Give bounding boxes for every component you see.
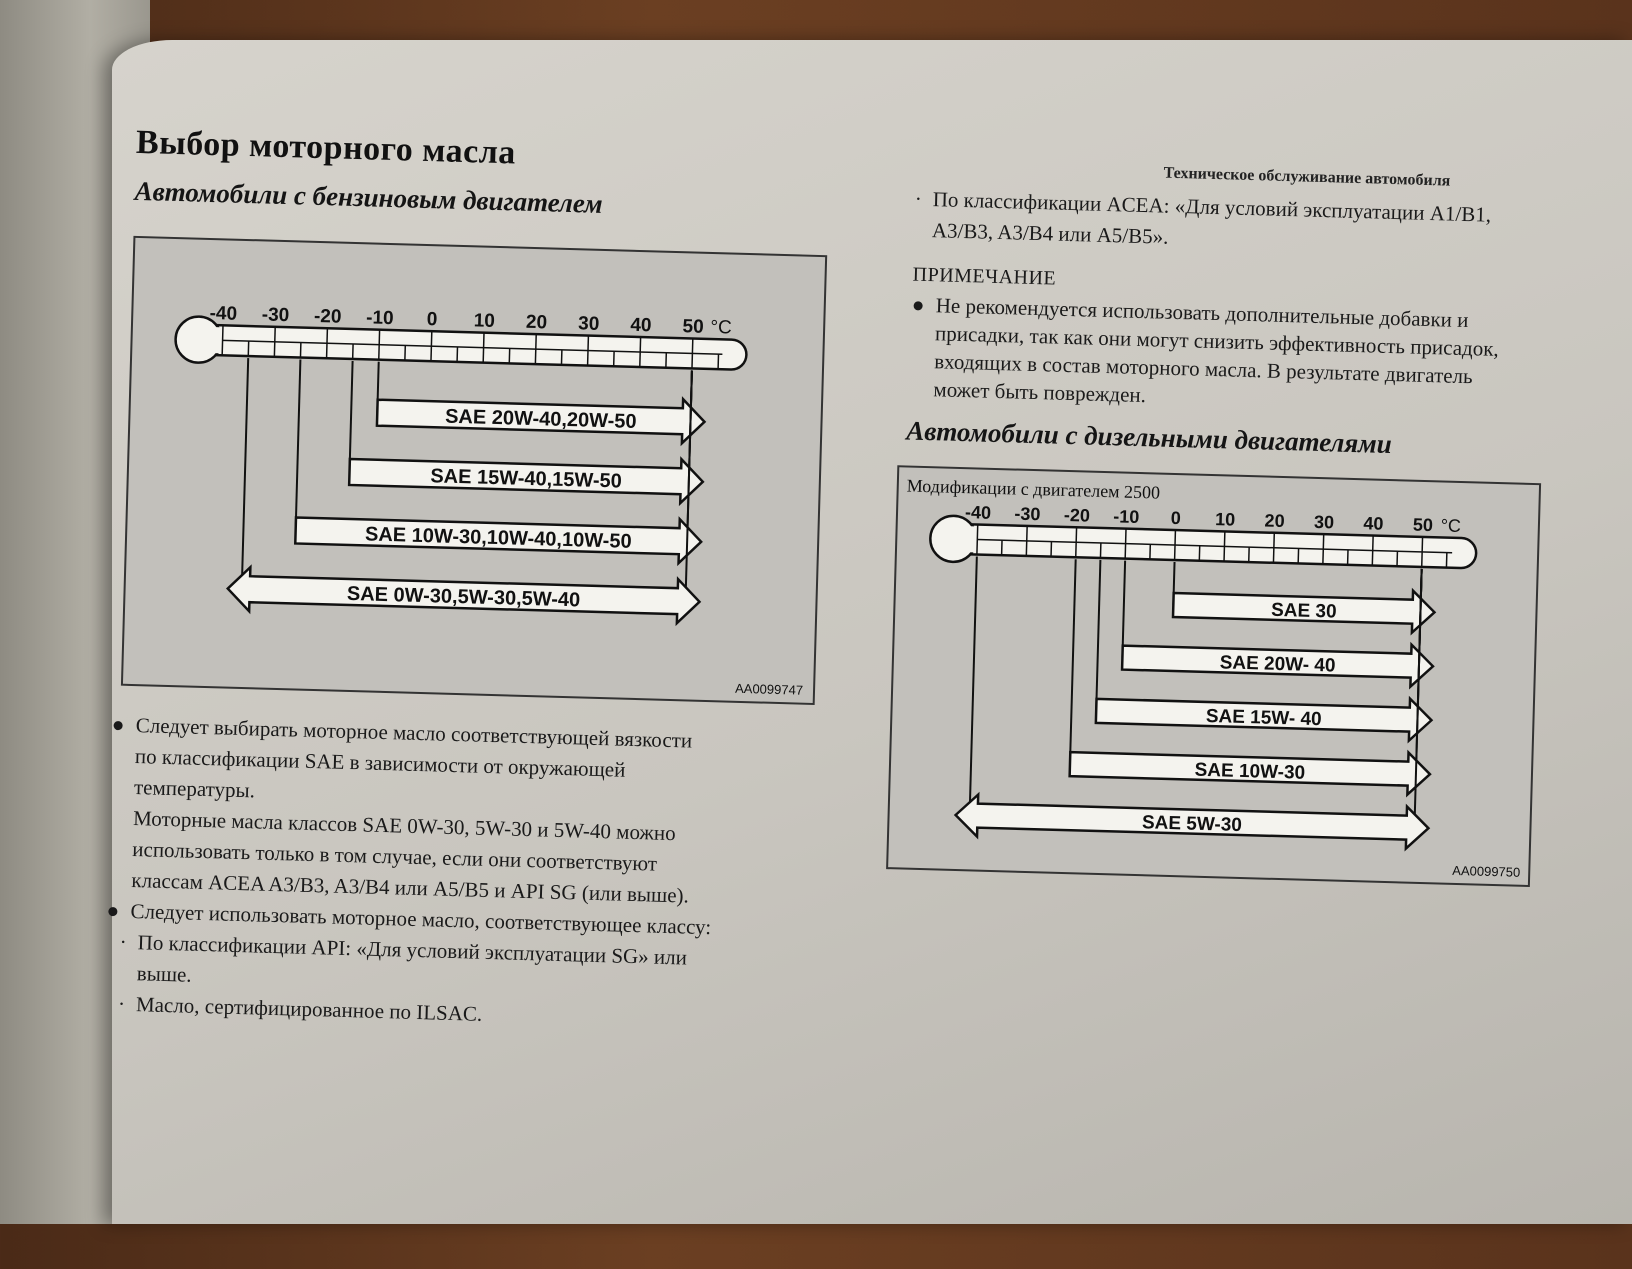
tick-label: 30: [1314, 512, 1335, 533]
tick-label: 10: [1215, 509, 1236, 530]
thermometer-tick: [1422, 537, 1423, 567]
tick-label: 30: [578, 313, 600, 335]
viscosity-label: SAE 15W- 40: [1206, 706, 1322, 730]
thermometer-tick: [535, 334, 536, 364]
tick-label: 50: [1413, 515, 1434, 536]
thermometer-tick: [274, 327, 275, 357]
figure-code: AA0099750: [1452, 863, 1520, 880]
thermometer-tick: [1026, 526, 1027, 556]
sub-item-acea: · По классификации ACEA: «Для условий эк…: [913, 184, 1514, 263]
thermometer-tick: [1125, 529, 1126, 559]
tick-label: -30: [262, 304, 290, 326]
range-guide-line: [242, 358, 248, 589]
note-bullet: ● Не рекомендуется использовать дополнит…: [909, 291, 1512, 420]
thermometer-tick: [977, 525, 978, 555]
thermometer-tick: [692, 338, 693, 368]
running-header: Техническое обслуживание автомобиля: [1163, 165, 1450, 191]
bullet-viscosity: ● Следует выбирать моторное масло соотве…: [107, 709, 832, 915]
diesel-title: Автомобили с дизельными двигателями: [906, 415, 1392, 460]
thermometer-tick: [640, 337, 641, 367]
thermometer-tick: [327, 328, 328, 358]
bullet-dot-icon: ●: [106, 895, 125, 926]
bullet-dot-icon: ●: [909, 291, 930, 403]
section-title: Выбор моторного масла: [136, 124, 517, 173]
tick-label: 40: [630, 315, 652, 337]
bullet-dot-icon: ●: [107, 709, 130, 895]
sub-dot-icon: ·: [118, 989, 129, 1020]
tick-label: 0: [1170, 508, 1181, 528]
thermometer-tick: [431, 331, 432, 361]
tick-label: 50: [682, 316, 704, 338]
thermometer-tick: [1175, 530, 1176, 560]
thermometer-tick: [588, 336, 589, 366]
tick-label: -20: [1064, 505, 1091, 526]
viscosity-label: SAE 10W-30: [1194, 760, 1305, 784]
range-guide-line: [1122, 561, 1125, 658]
viscosity-label: SAE 5W-30: [1142, 812, 1242, 836]
tick-label: -20: [314, 306, 342, 328]
tick-label: 20: [526, 312, 548, 334]
tick-label: -40: [209, 303, 237, 325]
left-text-block: ● Следует выбирать моторное масло соотве…: [104, 709, 832, 1039]
tick-label: 20: [1264, 511, 1285, 532]
thermometer-tick: [1076, 527, 1077, 557]
diesel-chart: Модификации с двигателем 2500-40 -30 -20 -1…: [886, 465, 1541, 887]
thermometer-tick: [222, 325, 223, 355]
petrol-title: Автомобили с бензиновым двигателем: [134, 176, 603, 220]
range-guide-line: [970, 556, 977, 815]
sub-dot-icon: ·: [913, 184, 925, 246]
tick-label: -30: [1014, 504, 1041, 525]
thermometer-tick: [379, 330, 380, 360]
tick-label: 0: [427, 309, 438, 330]
thermometer-tick: [1224, 531, 1225, 561]
diesel-chart-caption: Модификации с двигателем 2500: [907, 476, 1161, 503]
sub-dot-icon: ·: [118, 927, 130, 989]
range-guide-line: [1096, 560, 1100, 711]
unit-label: °C: [710, 317, 732, 339]
unit-label: °C: [1441, 515, 1462, 536]
range-guide-line: [1070, 559, 1076, 764]
thermometer-tick: [1273, 533, 1274, 563]
thermometer-tick: [483, 333, 484, 363]
right-text-block: · По классификации ACEA: «Для условий эк…: [909, 184, 1515, 420]
viscosity-label: SAE 30: [1271, 600, 1337, 623]
thermometer-tick: [1323, 534, 1324, 564]
tick-label: -10: [366, 307, 394, 329]
viscosity-label: SAE 20W- 40: [1219, 652, 1335, 676]
thermometer-tick: [1372, 536, 1373, 566]
diesel-chart-svg: Модификации с двигателем 2500-40 -30 -20 -1…: [888, 467, 1539, 885]
tick-label: -40: [965, 502, 992, 523]
range-guide-line: [350, 361, 353, 472]
range-guide-line: [296, 360, 301, 531]
tick-label: 10: [473, 310, 495, 332]
figure-code: AA0099747: [735, 681, 803, 698]
tick-label: 40: [1363, 513, 1384, 534]
tick-label: -10: [1113, 506, 1140, 527]
